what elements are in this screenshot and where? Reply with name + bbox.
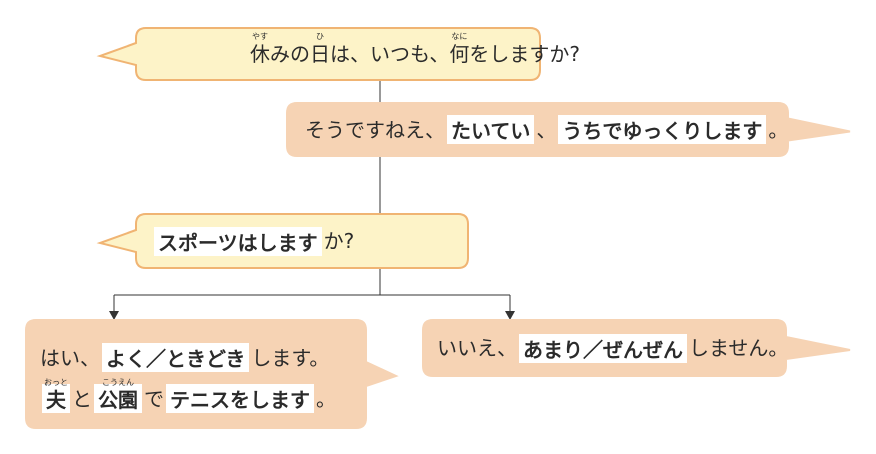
highlighted-phrase: たいてい [447, 115, 535, 144]
answer-bubble-no: いいえ、あまり／ぜんぜんしません。 [422, 319, 851, 377]
text-segment: をしますか? [469, 42, 581, 66]
question-bubble-holiday: やす休みのひ日は、いつも、なに何をしますか? [96, 27, 580, 81]
arrowhead-left [109, 311, 119, 320]
highlighted-phrase: スポーツはします [154, 226, 322, 256]
furigana-reading: おっと [44, 378, 68, 387]
ruby-word: やす休 [250, 33, 270, 66]
text-segment: の [290, 42, 310, 66]
answer-bubble-usually-text: そうですねえ、たいてい、うちでゆっくりします。 [305, 103, 788, 156]
kanji-base: 公園 [98, 388, 138, 412]
text-segment: いいえ、 [437, 336, 517, 360]
text-segment: しません。 [689, 336, 789, 360]
a3-line-0: いいえ、あまり／ぜんぜんしません。 [437, 333, 788, 363]
a2-line-1: おっと夫とこうえん公園でテニスをします。 [40, 379, 360, 413]
text-segment: します。 [251, 345, 330, 370]
text-segment: で [144, 386, 164, 411]
text-segment: と [72, 386, 92, 411]
q1-bubble-outline [96, 27, 541, 81]
ruby-word: なに何 [449, 33, 470, 66]
ruby-word: ひ日 [310, 33, 330, 66]
text-segment: 。 [316, 386, 336, 411]
a1-line-0: そうですねえ、たいてい、うちでゆっくりします。 [305, 115, 788, 144]
highlighted-phrase: テニスをします [166, 384, 314, 413]
kanji-base: 夫 [46, 388, 66, 412]
kanji-base: 日 [310, 42, 330, 66]
furigana-reading: やす [252, 32, 268, 41]
question-bubble-sports-text: スポーツはしますか? [152, 214, 456, 268]
q2-line-0: スポーツはしますか? [152, 226, 456, 256]
furigana-reading: ひ [316, 32, 324, 41]
question-bubble-holiday-text: やす休みのひ日は、いつも、なに何をしますか? [250, 28, 580, 80]
text-segment: 。 [768, 117, 789, 142]
text-segment: やす休 [250, 33, 270, 66]
text-segment: 、 [536, 117, 557, 142]
a2-line-0: はい、よく／ときどきします。 [40, 343, 360, 372]
text-segment: そうですねえ、 [305, 117, 445, 142]
arrowhead-right [505, 311, 515, 320]
question-bubble-sports: スポーツはしますか? [96, 213, 469, 269]
highlighted-phrase: おっと夫 [42, 379, 70, 413]
text-segment: か? [323, 229, 355, 253]
answer-bubble-no-text: いいえ、あまり／ぜんぜんしません。 [437, 320, 788, 376]
highlighted-phrase: うちでゆっくりします [558, 115, 767, 144]
answer-bubble-yes: はい、よく／ときどきします。おっと夫とこうえん公園でテニスをします。 [25, 319, 399, 429]
ruby-word: こうえん公園 [98, 379, 138, 412]
q1-line-0: やす休みのひ日は、いつも、なに何をしますか? [250, 33, 580, 66]
text-segment: なに何 [449, 33, 470, 66]
text-segment: は、いつも、 [330, 42, 450, 66]
kanji-base: 何 [449, 42, 470, 66]
answer-bubble-yes-text: はい、よく／ときどきします。おっと夫とこうえん公園でテニスをします。 [40, 320, 360, 428]
highlighted-phrase: よく／ときどき [102, 343, 250, 372]
ruby-word: おっと夫 [44, 379, 68, 412]
highlighted-phrase: あまり／ぜんぜん [519, 333, 687, 363]
answer-bubble-usually: そうですねえ、たいてい、うちでゆっくりします。 [286, 102, 851, 157]
furigana-reading: なに [451, 32, 468, 41]
furigana-reading: こうえん [102, 378, 134, 387]
q1-bubble-shape [96, 27, 541, 81]
text-segment: はい、 [40, 345, 100, 370]
highlighted-phrase: こうえん公園 [94, 379, 142, 413]
text-segment: み [270, 42, 290, 66]
text-segment: ひ日 [310, 33, 330, 66]
kanji-base: 休 [250, 42, 270, 66]
